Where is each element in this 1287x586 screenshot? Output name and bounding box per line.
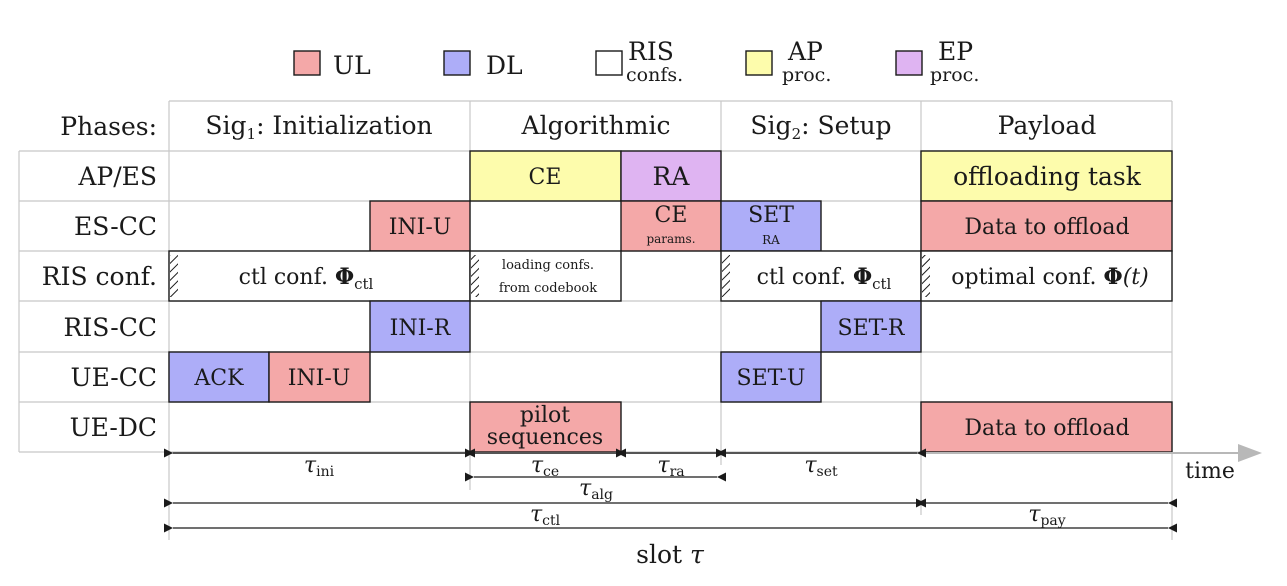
block-escc-data [920, 200, 1173, 252]
block-ris-loading [469, 250, 622, 302]
hatch-mark-4 [922, 255, 930, 297]
phases-label: Phases: [60, 112, 157, 141]
text-ap-offload: offloading task [953, 162, 1142, 191]
blocks [168, 150, 1173, 453]
label-tau-ctl: τctl [530, 502, 561, 529]
phase-header: Phases: Sig1: Initialization Algorithmic… [60, 111, 1096, 143]
legend: UL DL RIS confs. AP proc. EP proc. [293, 37, 979, 86]
hatch-mark-2 [471, 255, 479, 297]
text-riscc-setr: SET-R [838, 316, 906, 341]
legend-sublabel-ris: confs. [626, 64, 683, 86]
label-tau-ini: τini [304, 453, 335, 480]
phase-algorithmic: Algorithmic [521, 111, 671, 140]
label-tau-set: τset [804, 453, 838, 480]
duration-arrows [163, 448, 1178, 533]
block-uecc-setu [720, 351, 822, 403]
text-escc-iniu: INI-U [389, 215, 452, 240]
duration-labels: τini τce τra τset τalg τctl τpay slot τ [304, 453, 1066, 569]
text-escc-ce: CE [655, 203, 688, 228]
legend-swatch-ep [895, 50, 923, 76]
legend-sublabel-ep: proc. [930, 64, 979, 86]
legend-label-dl: DL [486, 51, 523, 80]
label-tau-pay: τpay [1028, 502, 1065, 529]
block-ap-offload [920, 150, 1173, 202]
legend-swatch-ul [293, 50, 321, 76]
row-label-ue-dc: UE-DC [70, 413, 157, 442]
text-ris-optimal: optimal conf. Φ(t) [951, 264, 1148, 290]
legend-label-ris: RIS [628, 37, 674, 66]
block-riscc-inir [369, 300, 471, 353]
block-ris-ctl1 [168, 250, 471, 302]
block-riscc-setr [820, 300, 922, 353]
ris-hatch-marks [170, 255, 930, 297]
text-uedc-data: Data to offload [964, 416, 1129, 441]
time-axis-arrowhead [1238, 444, 1262, 462]
block-uecc-iniu [268, 351, 371, 403]
legend-label-ep: EP [938, 37, 973, 66]
block-texts: CE RA offloading task INI-U CE params. S… [193, 162, 1148, 450]
block-ap-ra [620, 150, 722, 202]
text-uecc-setu: SET-U [737, 366, 806, 391]
text-ap-ra: RA [653, 162, 691, 191]
legend-label-ap: AP [787, 37, 823, 66]
row-label-ap-es: AP/ES [77, 162, 157, 191]
block-ris-optimal [920, 250, 1173, 302]
block-ris-ctl2 [720, 250, 922, 302]
legend-sublabel-ap: proc. [782, 64, 831, 86]
text-ap-ce: CE [529, 165, 562, 190]
text-escc-set: SET [748, 203, 794, 228]
text-riscc-inir: INI-R [390, 316, 452, 341]
block-uecc-ack [168, 351, 270, 403]
text-escc-set-sub: RA [762, 233, 780, 247]
text-uecc-iniu: INI-U [288, 366, 351, 391]
row-label-es-cc: ES-CC [74, 212, 157, 241]
text-escc-data: Data to offload [964, 215, 1129, 240]
block-escc-iniu [369, 200, 471, 252]
label-tau-ce: τce [531, 453, 559, 480]
phase-sig1: Sig1: Initialization [205, 111, 432, 143]
row-label-ris-cc: RIS-CC [64, 313, 157, 342]
text-uedc-pilot-2: sequences [487, 425, 603, 450]
text-ris-loading-1: loading confs. [502, 258, 594, 273]
label-tau-ra: τra [657, 453, 684, 480]
block-escc-set-ra [720, 200, 822, 252]
hatch-mark-3 [722, 255, 730, 297]
legend-swatch-ris [595, 50, 623, 76]
time-label: time [1185, 459, 1235, 484]
text-uecc-ack: ACK [193, 366, 244, 391]
legend-swatch-ap [745, 50, 773, 76]
phase-sig2: Sig2: Setup [750, 111, 891, 143]
hatch-mark-1 [170, 255, 178, 297]
row-labels: AP/ES ES-CC RIS conf. RIS-CC UE-CC UE-DC [42, 162, 157, 442]
text-escc-ce-sub: params. [646, 232, 695, 246]
label-slot: slot τ [636, 540, 705, 569]
phase-payload: Payload [998, 111, 1097, 140]
row-label-ue-cc: UE-CC [71, 363, 158, 392]
text-ris-loading-2: from codebook [499, 281, 597, 296]
text-uedc-pilot-1: pilot [520, 403, 570, 428]
label-tau-alg: τalg [579, 476, 613, 503]
row-label-ris-conf: RIS conf. [42, 262, 157, 291]
text-ris-ctl1: ctl conf. Φctl [239, 264, 374, 293]
legend-swatch-dl [443, 50, 471, 76]
text-ris-ctl2: ctl conf. Φctl [757, 264, 892, 293]
legend-label-ul: UL [333, 51, 371, 80]
